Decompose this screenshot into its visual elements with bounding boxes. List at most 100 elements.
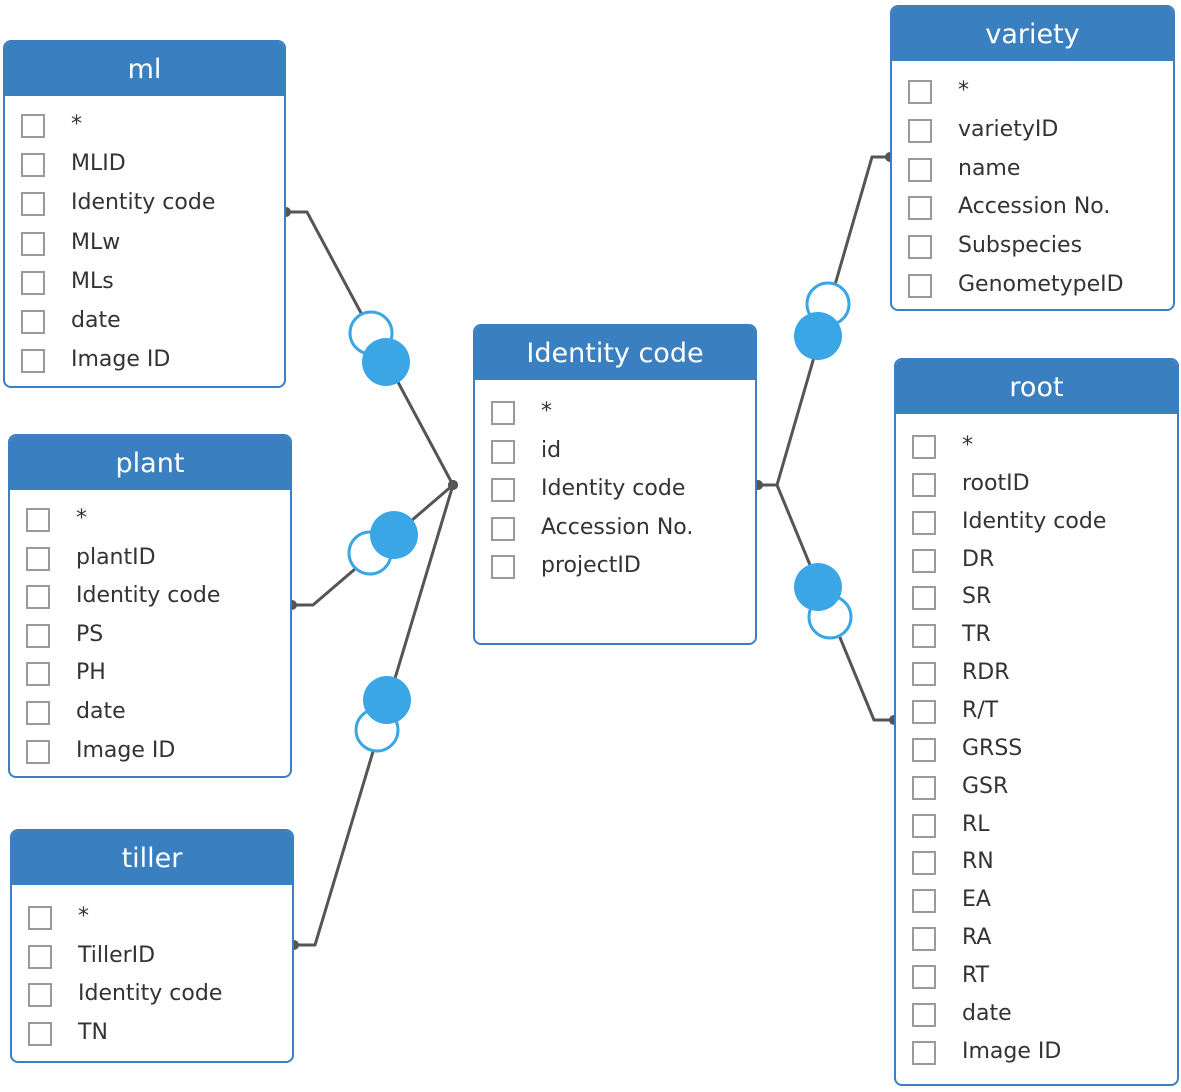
- field-row[interactable]: MLs: [5, 264, 284, 302]
- field-row[interactable]: RA: [896, 920, 1177, 958]
- field-row[interactable]: Image ID: [5, 342, 284, 380]
- field-checkbox[interactable]: [21, 153, 45, 178]
- field-checkbox[interactable]: [491, 516, 515, 541]
- table-tiller-title: tiller: [12, 831, 292, 885]
- field-checkbox[interactable]: [912, 624, 936, 649]
- field-row[interactable]: RN: [896, 844, 1177, 882]
- field-checkbox[interactable]: [912, 737, 936, 762]
- field-checkbox[interactable]: [28, 944, 52, 969]
- field-checkbox[interactable]: [26, 585, 50, 610]
- field-row[interactable]: RL: [896, 807, 1177, 845]
- field-row[interactable]: varietyID: [892, 112, 1173, 150]
- field-row[interactable]: Identity code: [5, 185, 284, 223]
- field-row[interactable]: *: [5, 107, 284, 145]
- field-checkbox[interactable]: [28, 906, 52, 930]
- field-row[interactable]: MLID: [5, 146, 284, 184]
- field-row[interactable]: GSR: [896, 769, 1177, 807]
- field-row[interactable]: rootID: [896, 466, 1177, 504]
- field-row[interactable]: Identity code: [12, 976, 292, 1014]
- field-row[interactable]: id: [475, 433, 755, 471]
- field-checkbox[interactable]: [908, 235, 932, 260]
- field-checkbox[interactable]: [21, 231, 45, 256]
- field-checkbox[interactable]: [912, 435, 936, 459]
- field-checkbox[interactable]: [908, 118, 932, 143]
- field-row[interactable]: projectID: [475, 548, 755, 586]
- field-row[interactable]: plantID: [10, 540, 290, 578]
- field-row[interactable]: Identity code: [475, 471, 755, 509]
- field-row[interactable]: TillerID: [12, 938, 292, 976]
- field-checkbox[interactable]: [908, 196, 932, 221]
- field-row[interactable]: RDR: [896, 655, 1177, 693]
- field-checkbox[interactable]: [26, 546, 50, 571]
- field-row[interactable]: Image ID: [10, 733, 290, 771]
- field-row[interactable]: GRSS: [896, 731, 1177, 769]
- field-checkbox[interactable]: [912, 1040, 936, 1065]
- field-row[interactable]: Identity code: [896, 504, 1177, 542]
- field-row[interactable]: Image ID: [896, 1034, 1177, 1072]
- field-checkbox[interactable]: [21, 114, 45, 138]
- field-checkbox[interactable]: [908, 80, 932, 104]
- field-row[interactable]: *: [896, 428, 1177, 466]
- field-checkbox[interactable]: [912, 964, 936, 989]
- field-row[interactable]: date: [896, 996, 1177, 1034]
- field-checkbox[interactable]: [912, 699, 936, 724]
- field-row[interactable]: date: [10, 694, 290, 732]
- field-checkbox[interactable]: [912, 586, 936, 611]
- field-row[interactable]: Identity code: [10, 578, 290, 616]
- field-row[interactable]: Accession No.: [475, 510, 755, 548]
- field-row[interactable]: date: [5, 303, 284, 341]
- field-checkbox[interactable]: [491, 401, 515, 425]
- field-row[interactable]: MLw: [5, 225, 284, 263]
- field-row[interactable]: *: [892, 73, 1173, 111]
- field-checkbox[interactable]: [21, 349, 45, 374]
- field-checkbox[interactable]: [491, 478, 515, 502]
- field-checkbox[interactable]: [26, 623, 50, 648]
- field-checkbox[interactable]: [491, 555, 515, 579]
- field-checkbox[interactable]: [21, 192, 45, 217]
- field-row[interactable]: DR: [896, 542, 1177, 580]
- field-checkbox[interactable]: [908, 274, 932, 298]
- field-row[interactable]: name: [892, 151, 1173, 189]
- field-row[interactable]: R/T: [896, 693, 1177, 731]
- field-row[interactable]: Subspecies: [892, 228, 1173, 266]
- field-checkbox[interactable]: [28, 1022, 52, 1047]
- field-checkbox[interactable]: [26, 662, 50, 687]
- field-row[interactable]: Accession No.: [892, 189, 1173, 227]
- field-checkbox[interactable]: [491, 439, 515, 464]
- field-checkbox[interactable]: [908, 157, 932, 182]
- field-checkbox[interactable]: [21, 310, 45, 334]
- field-checkbox[interactable]: [26, 701, 50, 725]
- field-row[interactable]: *: [475, 394, 755, 432]
- field-checkbox[interactable]: [912, 927, 936, 952]
- field-checkbox[interactable]: [912, 472, 936, 497]
- field-checkbox[interactable]: [26, 508, 50, 532]
- field-checkbox[interactable]: [26, 739, 50, 764]
- field-row[interactable]: RT: [896, 958, 1177, 996]
- field-name: GenometypeID: [958, 272, 1124, 297]
- field-checkbox[interactable]: [912, 813, 936, 838]
- field-checkbox[interactable]: [912, 662, 936, 687]
- field-row[interactable]: PS: [10, 617, 290, 655]
- field-row[interactable]: *: [10, 501, 290, 539]
- field-row[interactable]: TR: [896, 617, 1177, 655]
- field-checkbox[interactable]: [912, 851, 936, 876]
- field-row[interactable]: PH: [10, 655, 290, 693]
- field-row[interactable]: EA: [896, 882, 1177, 920]
- field-row[interactable]: GenometypeID: [892, 267, 1173, 305]
- field-checkbox[interactable]: [912, 548, 936, 573]
- field-checkbox[interactable]: [912, 1002, 936, 1027]
- field-checkbox[interactable]: [912, 775, 936, 800]
- field-row[interactable]: *: [12, 899, 292, 937]
- field-checkbox[interactable]: [28, 983, 52, 1008]
- field-checkbox[interactable]: [912, 510, 936, 535]
- field-checkbox[interactable]: [912, 889, 936, 914]
- field-row[interactable]: TN: [12, 1015, 292, 1053]
- field-row[interactable]: SR: [896, 579, 1177, 617]
- field-checkbox[interactable]: [21, 270, 45, 295]
